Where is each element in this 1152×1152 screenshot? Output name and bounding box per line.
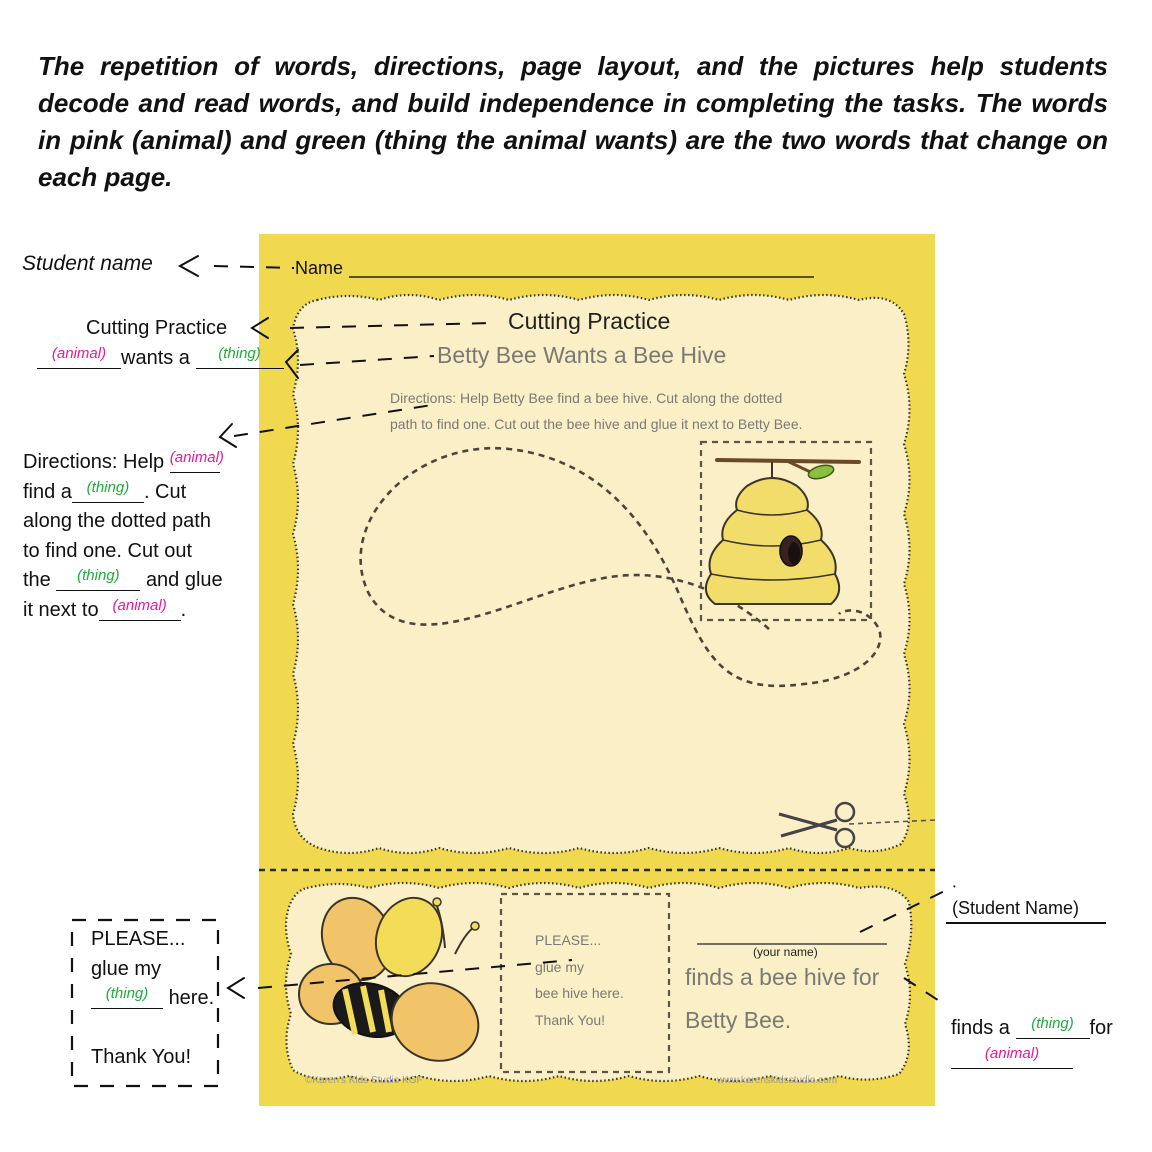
glue-box-text: PLEASE... glue my bee hive here. Thank Y… bbox=[535, 932, 624, 1028]
ann-cutting-practice: Cutting Practice bbox=[86, 317, 228, 339]
sheet-directions-line1: Directions: Help Betty Bee find a bee hi… bbox=[390, 390, 783, 406]
copyright-text: ©Karen's Kids Studio KGF bbox=[305, 1075, 423, 1086]
hive-cutout-box bbox=[699, 440, 873, 622]
website-text: www.karenskidsstudio.com bbox=[717, 1075, 838, 1086]
sheet-directions-line2: path to find one. Cut out the bee hive a… bbox=[390, 416, 803, 432]
bee-picture bbox=[298, 896, 480, 1062]
ann-student-name: Student name bbox=[22, 252, 153, 275]
ann-please-box: PLEASE... glue my (thing) here. Thank Yo… bbox=[91, 928, 215, 1068]
upper-panel bbox=[291, 293, 911, 855]
finds-line1: finds a bee hive for bbox=[685, 964, 880, 990]
name-label: Name bbox=[295, 258, 344, 278]
finds-line2: Betty Bee. bbox=[685, 1007, 792, 1033]
worksheet-art bbox=[259, 276, 935, 1083]
scissors-icon bbox=[778, 801, 856, 849]
ann-directions: Directions: Help (animal) find a(thing).… bbox=[23, 449, 224, 621]
glue-box bbox=[499, 892, 671, 1074]
sheet-subtitle: Betty Bee Wants a Bee Hive bbox=[437, 342, 727, 368]
intro-paragraph: The repetition of words, directions, pag… bbox=[38, 51, 1108, 192]
your-name-label: (your name) bbox=[753, 945, 818, 959]
sheet-title: Cutting Practice bbox=[508, 308, 671, 334]
ann-for-animal-line: (animal) bbox=[951, 1044, 1073, 1074]
worksheet-page: Name Cutting Practice Betty Bee Wants a … bbox=[259, 234, 935, 1106]
ann-wants-line: (animal)wants a (thing) bbox=[37, 344, 284, 374]
cutting-path bbox=[359, 446, 882, 688]
bee-hive-picture bbox=[704, 458, 861, 605]
ann-finds-a-line: finds a (thing)for bbox=[951, 1015, 1113, 1039]
ann-student-name-paren: (Student Name) bbox=[946, 898, 1106, 924]
